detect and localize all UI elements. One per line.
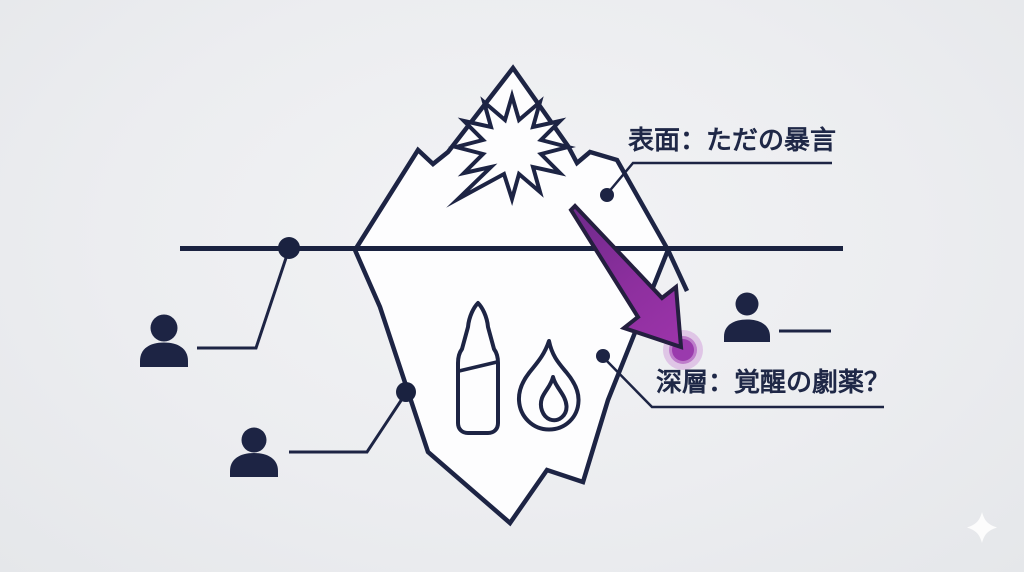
deep-anchor-dot: [596, 349, 610, 363]
edge-dot: [396, 382, 416, 402]
connector-top-left: [197, 237, 300, 350]
waterline-dot: [278, 237, 300, 259]
flame-icon: [516, 339, 581, 432]
connector-bottom-left: [289, 382, 416, 454]
surface-label: 表面：ただの暴言: [628, 125, 837, 155]
impact-burst-icon: [446, 88, 576, 208]
deep-label-connector: [596, 349, 884, 409]
iceberg-facet-line: [665, 249, 690, 292]
purple-arrow-icon: [568, 203, 684, 350]
person-bottom-left-icon: [230, 427, 278, 477]
person-right-icon: [724, 292, 770, 342]
deep-label: 深層：覚醒の劇薬？: [656, 367, 891, 397]
sparkle-icon: [967, 512, 997, 543]
surface-label-connector: [600, 161, 832, 202]
ampoule-icon: [456, 301, 500, 435]
surface-anchor-dot: [600, 188, 614, 202]
person-top-left-icon: [140, 314, 188, 367]
iceberg-shape: [352, 64, 671, 527]
